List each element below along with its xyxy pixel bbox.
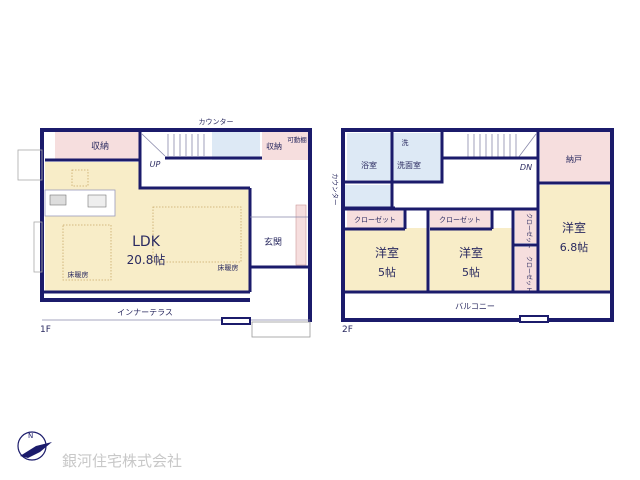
label-ldk-size: 20.8帖 <box>127 252 166 267</box>
closet-3 <box>515 210 537 243</box>
label-entrance: 玄関 <box>264 236 282 248</box>
floor-label-2f: 2F <box>342 325 353 335</box>
sink-icon <box>87 194 107 208</box>
floor-heating-area-2 <box>152 206 242 263</box>
label-bedroom-1-size: 5帖 <box>378 266 396 279</box>
shoe-cabinet <box>295 204 307 266</box>
label-storage-right: 収納 <box>266 141 282 151</box>
label-closet-4: クローゼット <box>525 256 533 292</box>
toilet-2f <box>345 185 392 207</box>
label-counter-1f: カウンター <box>199 117 234 126</box>
label-washer: 洗 <box>402 138 409 147</box>
label-bedroom-2: 洋室 <box>459 245 483 260</box>
compass-letter: N <box>28 432 33 440</box>
label-adjustable-shelf: 可動棚 <box>287 135 307 144</box>
label-stairs-down: DN <box>520 163 532 172</box>
company-name: 銀河住宅株式会社 <box>62 452 182 470</box>
stairs-2f <box>467 133 537 159</box>
bedroom-1 <box>345 228 427 292</box>
label-closet-2: クローゼット <box>439 215 481 224</box>
stairs-1f <box>141 133 205 157</box>
toilet-1f <box>212 132 260 160</box>
stove-icon <box>49 194 67 206</box>
bathroom <box>347 133 392 180</box>
label-ldk: LDK <box>132 234 161 250</box>
hatch-outline <box>71 169 89 187</box>
label-inner-terrace: インナーテラス <box>117 308 173 317</box>
storeroom <box>540 132 610 182</box>
label-closet-1: クローゼット <box>354 215 396 224</box>
label-floor-heating-1: 床暖房 <box>68 270 89 279</box>
side-door <box>17 149 43 181</box>
company-logo: N 銀河住宅株式会社 <box>17 431 182 470</box>
label-washroom: 洗面室 <box>397 160 421 170</box>
label-bedroom-2-size: 5帖 <box>462 266 480 279</box>
floor-1: 収納 カウンター 収納 可動棚 UP LDK 20.8帖 床暖房 床暖房 玄関 … <box>17 117 312 338</box>
outer-wall-1f <box>40 128 312 322</box>
bedroom-2 <box>430 228 512 292</box>
outer-wall-2f <box>341 128 614 322</box>
label-bedroom-1: 洋室 <box>375 245 399 260</box>
label-counter-2f: カウンター <box>331 173 340 206</box>
label-floor-heating-2: 床暖房 <box>218 263 239 272</box>
storage-left-room <box>55 132 140 160</box>
label-bedroom-3: 洋室 <box>562 220 586 235</box>
label-bathroom: 浴室 <box>361 160 377 170</box>
closet-4 <box>515 247 537 292</box>
label-balcony: バルコニー <box>455 302 495 311</box>
side-window <box>33 221 43 273</box>
bird-icon <box>20 442 52 458</box>
closet-2 <box>430 210 490 228</box>
washroom <box>393 133 442 182</box>
closet-1 <box>347 210 403 228</box>
bedroom-3 <box>540 185 610 292</box>
floor-heating-area-1 <box>62 224 112 281</box>
label-storage-left: 収納 <box>91 140 109 152</box>
label-bedroom-3-size: 6.8帖 <box>560 241 589 254</box>
floor-2: 浴室 洗 洗面室 DN 納戸 カウンター クローゼット クローゼット クローゼッ… <box>331 128 614 335</box>
label-stairs-up: UP <box>150 160 161 169</box>
floor-label-1f: 1F <box>40 325 51 335</box>
entrance-step <box>251 321 311 338</box>
label-storeroom: 納戸 <box>566 154 582 164</box>
label-closet-3: クローゼット <box>525 213 533 249</box>
storage-right-room <box>262 132 308 160</box>
